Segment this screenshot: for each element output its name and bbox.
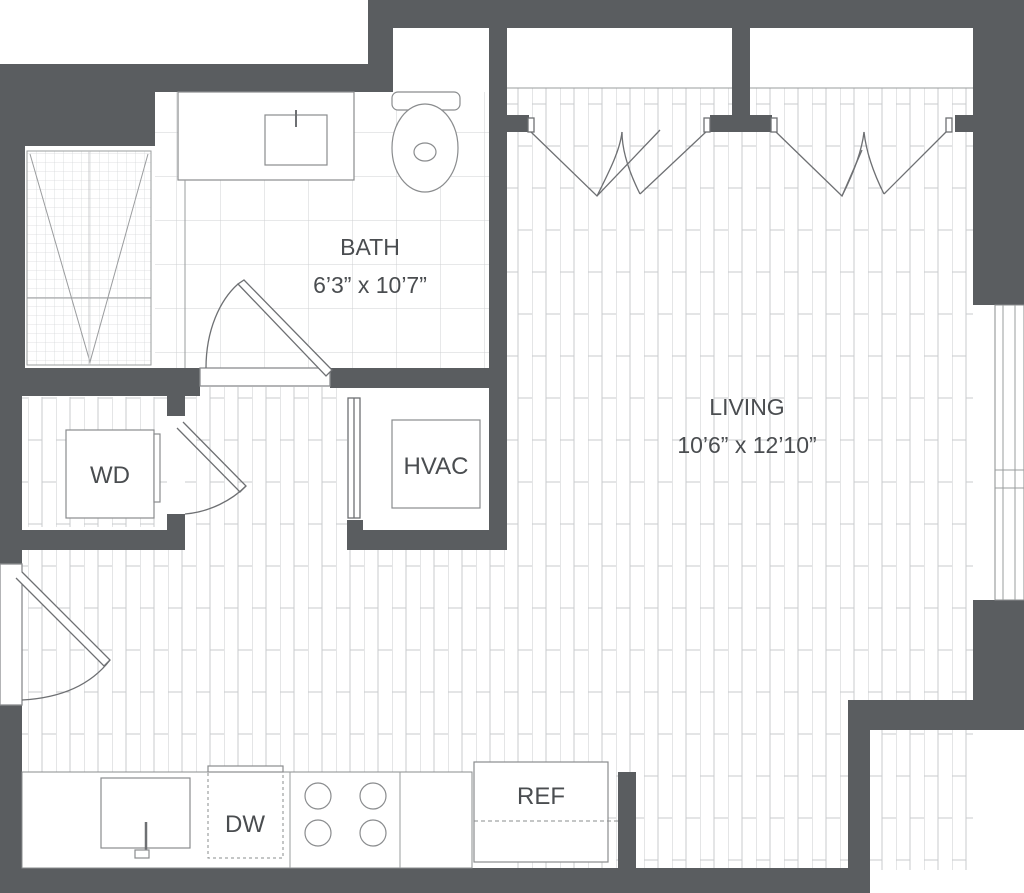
toilet <box>391 91 461 193</box>
wd-label: WD <box>90 462 130 489</box>
ref-label: REF <box>517 783 565 810</box>
living-dims: 10’6” x 12’10” <box>677 432 816 458</box>
closet-right <box>750 28 973 88</box>
hvac-unit <box>391 419 481 509</box>
bath-name: BATH <box>340 234 400 260</box>
living-name: LIVING <box>709 394 784 420</box>
vanity <box>177 91 355 181</box>
closet-left <box>507 28 732 88</box>
wd-door[interactable] <box>176 421 247 515</box>
kitchen-counter <box>21 771 473 869</box>
dishwasher <box>207 765 284 859</box>
bifold-door-right[interactable] <box>770 117 953 198</box>
entry-door[interactable] <box>0 563 111 706</box>
hvac-door[interactable] <box>347 397 361 519</box>
hvac-label: HVAC <box>404 453 469 480</box>
cooktop <box>304 782 387 847</box>
window-right <box>994 304 1024 601</box>
bifold-door-left[interactable] <box>527 117 711 197</box>
refrigerator <box>473 761 618 863</box>
bath-door[interactable] <box>199 279 333 387</box>
washer-dryer <box>65 429 161 519</box>
shower-slope-lines <box>29 153 149 364</box>
bath-dims: 6’3” x 10’7” <box>313 272 427 298</box>
dw-label: DW <box>225 811 265 838</box>
